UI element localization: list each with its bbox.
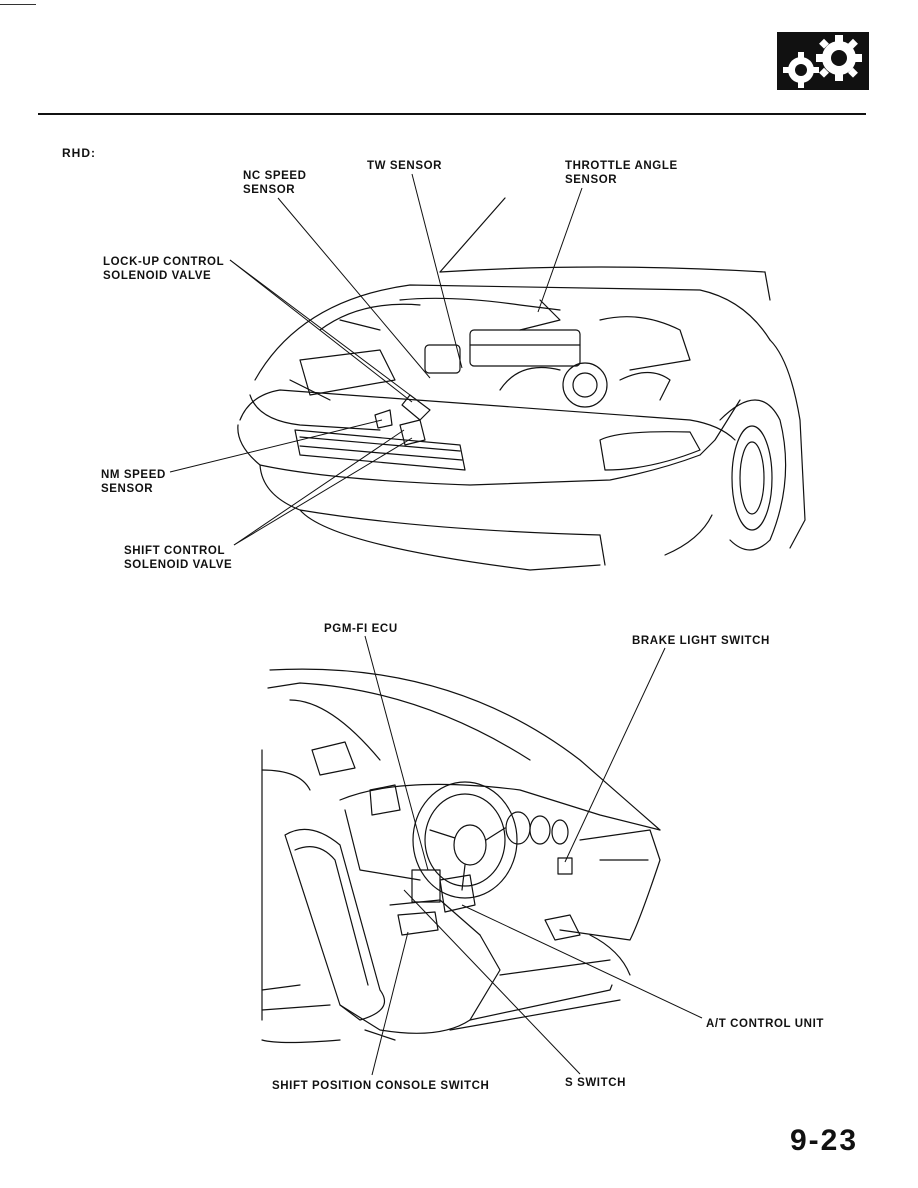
nc-speed-sensor-label: NC SPEED (243, 170, 307, 182)
interior-illustration (261, 635, 703, 1076)
nm-speed-sensor-label-2: SENSOR (101, 483, 154, 495)
lockup-solenoid-label-2: SOLENOID VALVE (103, 270, 212, 282)
tw-sensor-label: TW SENSOR (367, 160, 443, 172)
section-label: RHD: (62, 146, 96, 160)
brake-light-switch-label: BRAKE LIGHT SWITCH (632, 635, 770, 647)
at-control-unit-label: A/T CONTROL UNIT (706, 1018, 824, 1030)
throttle-angle-sensor-label: THROTTLE ANGLE (565, 160, 678, 172)
pgm-fi-ecu-label: PGM-FI ECU (324, 623, 398, 635)
s-switch-label: S SWITCH (565, 1077, 627, 1089)
corner-mark (0, 4, 36, 5)
shift-solenoid-label-2: SOLENOID VALVE (124, 559, 233, 571)
shift-solenoid-label: SHIFT CONTROL (124, 545, 226, 557)
shift-position-console-switch-label: SHIFT POSITION CONSOLE SWITCH (272, 1080, 490, 1092)
throttle-angle-sensor-label-2: SENSOR (565, 174, 618, 186)
nm-speed-sensor-label: NM SPEED (101, 469, 166, 481)
page-number: 9-23 (790, 1124, 859, 1157)
nc-speed-sensor-label-2: SENSOR (243, 184, 296, 196)
header-rule (38, 113, 866, 115)
engine-bay-illustration (169, 173, 806, 571)
gears-icon (777, 32, 869, 90)
lockup-solenoid-label: LOCK-UP CONTROL (103, 256, 225, 268)
